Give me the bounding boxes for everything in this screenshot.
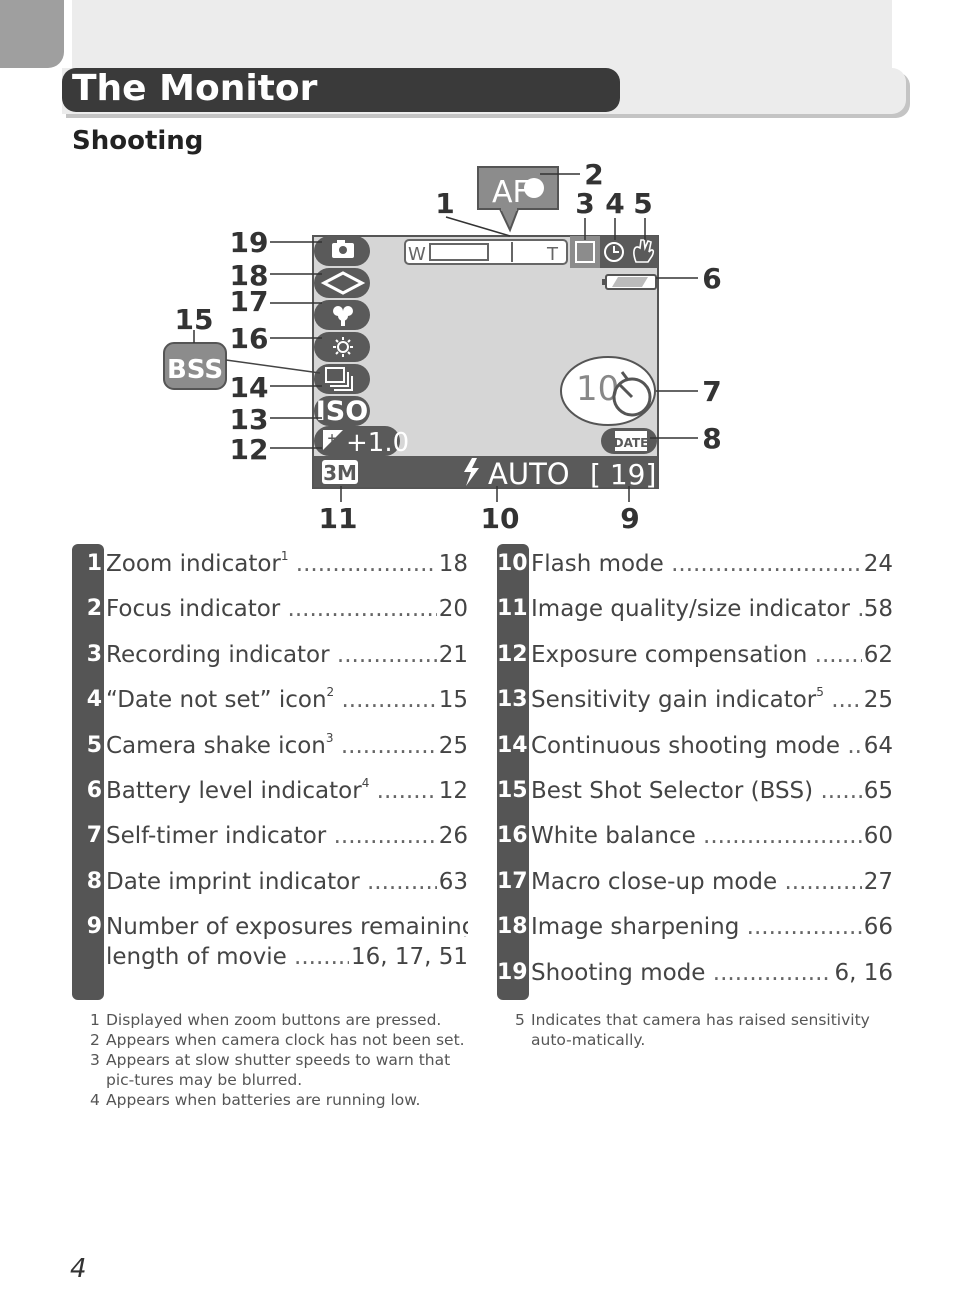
timer-dial-icon — [612, 377, 652, 417]
callout-18: 18 — [230, 259, 269, 292]
callout-12: 12 — [230, 433, 269, 466]
callout-11: 11 — [319, 502, 358, 535]
zoom-t: T — [546, 244, 559, 265]
monitor-bottom-bar — [314, 456, 657, 487]
page-number: 4 — [70, 1254, 87, 1284]
callout-7: 7 — [702, 375, 721, 408]
sharpening-icon — [320, 271, 366, 295]
callout-1: 1 — [435, 187, 454, 220]
callout-4: 4 — [605, 187, 624, 220]
callout-3: 3 — [575, 187, 594, 220]
callout-19: 19 — [230, 226, 269, 259]
callout-13: 13 — [230, 403, 269, 436]
flash-mode-text: AUTO — [488, 457, 570, 491]
callout-10: 10 — [481, 502, 520, 535]
title-background — [62, 68, 620, 112]
flash-icon — [464, 458, 479, 486]
callout-14: 14 — [230, 371, 269, 404]
callout-16: 16 — [230, 322, 269, 355]
camera-icon — [332, 240, 354, 258]
callout-15: 15 — [175, 303, 214, 336]
callout-8: 8 — [702, 422, 721, 455]
legend-right-bar — [497, 544, 529, 1000]
zoom-w: W — [408, 244, 426, 265]
svg-text:+: + — [327, 431, 337, 445]
callout-6: 6 — [702, 262, 721, 295]
clock-icon — [604, 242, 624, 262]
callout-17: 17 — [230, 285, 269, 318]
callout-leaders — [193, 173, 698, 502]
camera-shake-hand-icon — [633, 239, 655, 263]
focus-dot-icon — [524, 178, 544, 198]
page-title: The Monitor — [72, 68, 318, 109]
continuous-shooting-icon — [325, 367, 353, 391]
legend-item-4: 4“Date not set” icon215 — [72, 680, 468, 725]
white-balance-sun-icon — [333, 337, 353, 357]
recording-icon — [575, 241, 595, 263]
exposure-value: +1.0 — [346, 428, 409, 458]
section-title: Shooting — [72, 126, 204, 156]
callout-2: 2 — [584, 158, 603, 191]
bss-text: BSS — [167, 355, 223, 385]
iso-icon: ISO — [316, 396, 368, 427]
image-mode-text: 3M — [323, 461, 357, 485]
callout-9: 9 — [620, 502, 639, 535]
legend-left-bar — [72, 544, 104, 1000]
self-timer-indicator — [560, 356, 656, 426]
self-timer-number: 10 — [576, 369, 619, 409]
page-tab — [0, 0, 64, 68]
callout-numbers: 1 2 3 4 5 6 7 8 9 10 11 12 13 14 15 16 1… — [175, 158, 722, 535]
exposure-comp-icon: + — [323, 430, 343, 450]
recording-indicator-box — [570, 236, 600, 268]
image-mode-box — [322, 460, 358, 484]
callout-5: 5 — [633, 187, 652, 220]
date-imprint-text: DATE — [614, 436, 649, 450]
monitor-diagram: ISO + +1.0 3M AUTO [ 19] W T AF 10 DATE … — [163, 158, 722, 535]
top-band — [72, 0, 892, 68]
frames-remaining-text: [ 19] — [590, 458, 656, 491]
focus-af-text: AF — [492, 175, 530, 210]
bss-badge — [163, 342, 227, 390]
macro-flower-icon — [333, 306, 353, 326]
